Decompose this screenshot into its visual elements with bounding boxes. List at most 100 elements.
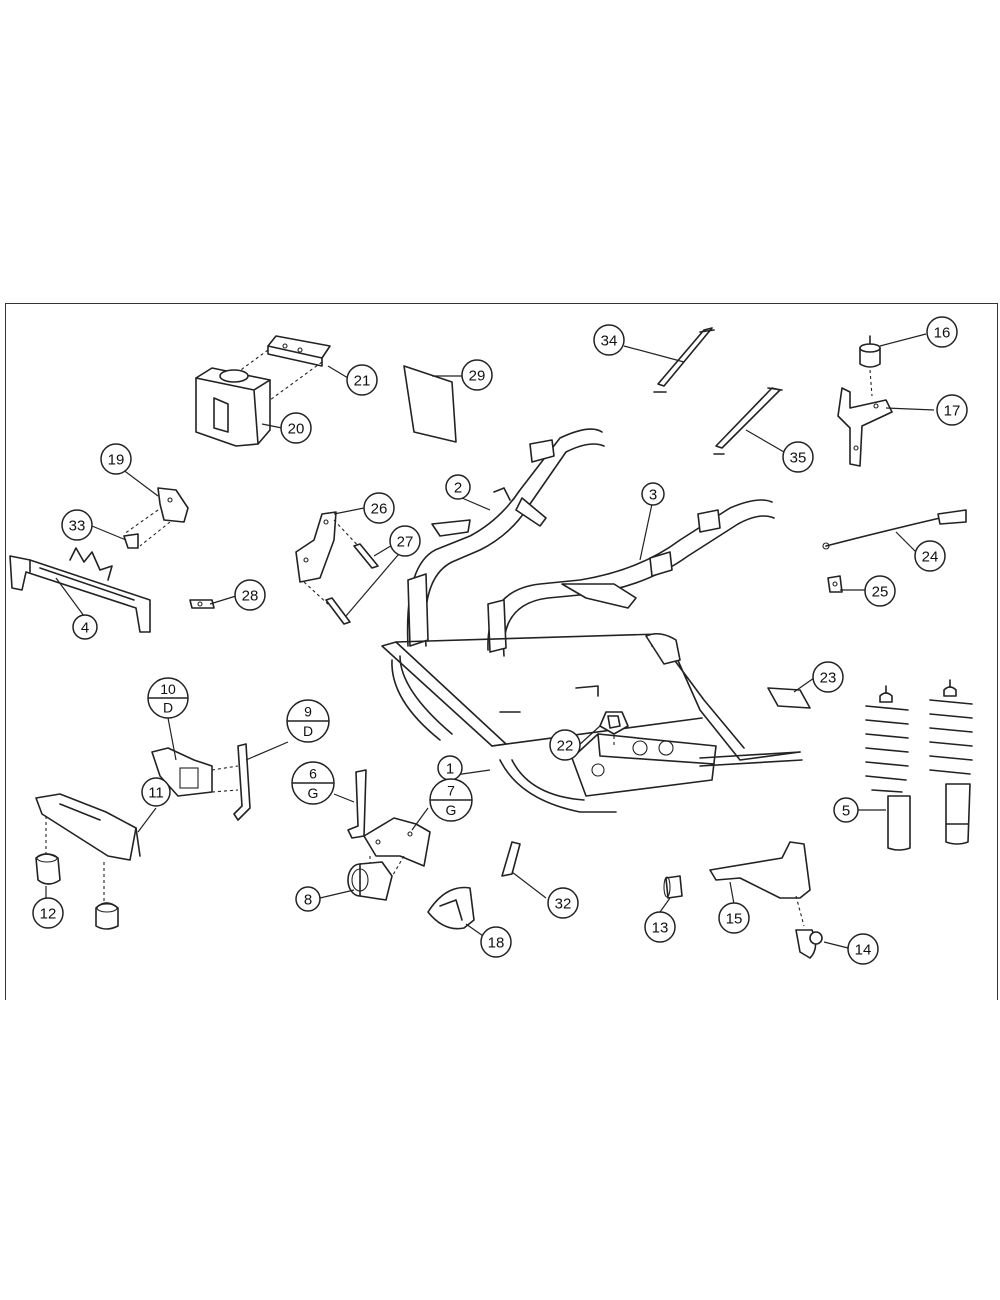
- callout-label: 35: [790, 450, 807, 467]
- split-callout-6: 6G: [291, 761, 335, 805]
- callout-circle: [141, 777, 171, 807]
- split-callout-7: 7G: [429, 778, 473, 822]
- part-2-upper-frame: [406, 428, 605, 647]
- split-callout-10: 10D: [147, 677, 189, 719]
- callout-circle: [936, 394, 968, 426]
- part-27-pins: [325, 543, 379, 625]
- part-14-ball-joint: [795, 929, 823, 959]
- callout-24: 24: [914, 540, 946, 572]
- callout-circle: [480, 926, 512, 958]
- callout-circle: [389, 525, 421, 557]
- callout-5: 5: [833, 797, 859, 823]
- callout-circle: [363, 492, 395, 524]
- diagram-frame: [5, 303, 998, 1000]
- callout-side-code: G: [308, 785, 319, 801]
- callout-4: 4: [72, 614, 98, 640]
- callout-circle: [547, 887, 579, 919]
- callout-26: 26: [363, 492, 395, 524]
- part-28-clip: [189, 599, 215, 609]
- callout-15: 15: [718, 902, 750, 934]
- callout-number: 9: [304, 704, 312, 720]
- callout-13: 13: [644, 911, 676, 943]
- part-34-stay-rod: [653, 327, 715, 393]
- callout-label: 2: [454, 480, 462, 497]
- callout-circle: [61, 509, 93, 541]
- callout-label: 27: [397, 534, 414, 551]
- callout-label: 4: [81, 620, 89, 637]
- split-callout-9: 9D: [286, 699, 330, 743]
- part-8-engine-mount: [347, 861, 393, 901]
- callout-circle: [914, 540, 946, 572]
- callout-25: 25: [864, 575, 896, 607]
- callout-circle: [593, 324, 625, 356]
- callout-label: 19: [108, 452, 125, 469]
- callout-label: 20: [288, 421, 305, 438]
- callout-28: 28: [234, 579, 266, 611]
- part-18-horn: [427, 886, 475, 930]
- callout-number: 6: [309, 766, 317, 782]
- callout-label: 25: [872, 584, 889, 601]
- callout-circle: [847, 933, 879, 965]
- callout-label: 34: [601, 333, 618, 350]
- part-20-reservoir: [195, 367, 271, 447]
- part-32-bracket: [501, 841, 521, 877]
- part-1-main-frame: [381, 632, 803, 813]
- callout-34: 34: [593, 324, 625, 356]
- callout-side-code: G: [446, 802, 457, 818]
- callout-label: 12: [40, 906, 57, 923]
- callout-label: 18: [488, 935, 505, 952]
- callout-14: 14: [847, 933, 879, 965]
- part-16-mount: [859, 335, 881, 397]
- part-29-panel: [403, 365, 457, 443]
- callout-33: 33: [61, 509, 93, 541]
- callout-side-code: D: [163, 700, 173, 716]
- callout-circle: [926, 316, 958, 348]
- callout-20: 20: [280, 412, 312, 444]
- callout-circle: [864, 575, 896, 607]
- callout-12: 12: [32, 897, 64, 929]
- callout-circle: [445, 474, 471, 500]
- callout-label: 21: [354, 373, 371, 390]
- callout-label: 5: [842, 803, 850, 820]
- callout-2: 2: [445, 474, 471, 500]
- callout-circle: [641, 482, 665, 506]
- callout-circle: [644, 911, 676, 943]
- callout-label: 11: [148, 785, 164, 802]
- callout-label: 23: [820, 670, 837, 687]
- callout-circle: [812, 661, 844, 693]
- callout-circle: [280, 412, 312, 444]
- part-9-bracket: [233, 743, 251, 821]
- callout-label: 26: [371, 501, 388, 518]
- part-11-bracket: [35, 793, 141, 904]
- callout-side-code: D: [303, 723, 313, 739]
- part-12-mounts: [35, 853, 119, 930]
- callout-11: 11: [141, 777, 171, 807]
- callout-circle: [833, 797, 859, 823]
- callout-number: 7: [447, 783, 455, 799]
- part-6-bracket: [347, 769, 367, 839]
- callout-label: 22: [557, 738, 574, 755]
- callout-27: 27: [389, 525, 421, 557]
- part-17-bracket: [837, 387, 893, 467]
- part-33-bracket: [123, 533, 139, 549]
- callout-19: 19: [100, 443, 132, 475]
- callout-label: 13: [652, 920, 669, 937]
- part-21-bracket: [237, 335, 331, 401]
- callout-circle: [32, 897, 64, 929]
- callout-16: 16: [926, 316, 958, 348]
- part-5-shock-absorbers: [865, 679, 973, 851]
- callout-circle: [234, 579, 266, 611]
- callout-label: 28: [242, 588, 259, 605]
- callout-circle: [100, 443, 132, 475]
- callout-circle: [461, 359, 493, 391]
- callout-label: 3: [649, 487, 657, 504]
- callout-label: 24: [922, 549, 939, 566]
- part-7-bracket: [363, 817, 431, 881]
- callout-23: 23: [812, 661, 844, 693]
- part-15-control-arm: [709, 841, 811, 927]
- callout-32: 32: [547, 887, 579, 919]
- callout-17: 17: [936, 394, 968, 426]
